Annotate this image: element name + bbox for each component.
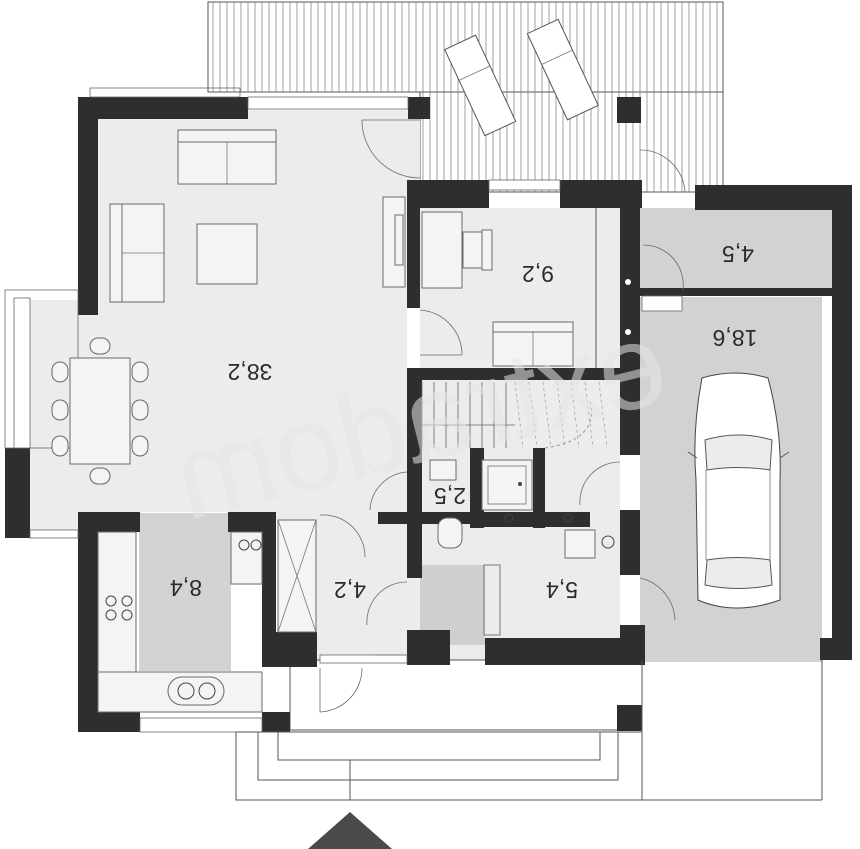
sofa-left: [109, 203, 165, 303]
window-lines: [4, 87, 561, 733]
stair-tread-upper: [514, 381, 524, 449]
coffee-table: [196, 223, 258, 285]
room-area-hall: 4,2: [334, 577, 366, 603]
chair: [131, 361, 149, 383]
north-arrow-icon: [308, 812, 392, 849]
room-area-office: 9,2: [522, 261, 554, 287]
room-area-wc: 2,5: [434, 483, 466, 509]
chair: [51, 399, 69, 421]
car: [687, 372, 790, 609]
chair: [51, 435, 69, 457]
sofa-top: [177, 129, 277, 185]
stair-tread-upper: [556, 381, 566, 449]
room-labels: 38,2 9,2 4,5 18,6 2,5 8,4 4,2 5,4: [170, 241, 758, 603]
office-desk: [421, 211, 493, 289]
chair: [131, 435, 149, 457]
room-area-utility: 5,4: [546, 577, 578, 603]
lounger-left: [444, 34, 517, 137]
walls: [5, 97, 852, 732]
chair: [89, 337, 111, 355]
doors: [319, 119, 686, 713]
stair-tread-upper: [598, 381, 608, 449]
lounger-right: [526, 18, 599, 121]
stair-tread-upper: [584, 381, 594, 449]
room-area-living: 38,2: [228, 359, 273, 385]
utility-fixtures: [483, 513, 615, 636]
entrance-steps: [235, 660, 823, 801]
kitchen-sink: [167, 676, 225, 706]
stair-tread-upper: [570, 381, 580, 449]
room-area-kitchen: 8,4: [170, 575, 202, 601]
chair: [131, 399, 149, 421]
dining-chairs: [51, 337, 149, 485]
stair-tread-upper: [542, 381, 552, 449]
chair: [89, 467, 111, 485]
dining-table: [51, 337, 149, 485]
room-area-garage: 18,6: [713, 325, 758, 351]
stair-tread-upper: [528, 381, 538, 449]
staircase: [421, 381, 608, 449]
chair: [51, 361, 69, 383]
wardrobe: [277, 519, 317, 633]
room-area-boiler: 4,5: [722, 241, 754, 267]
furniture: [51, 18, 790, 713]
office-sofa: [492, 321, 574, 367]
wc-fixtures: [429, 459, 533, 549]
cooktop: [105, 595, 133, 621]
stair-curve: [544, 399, 592, 449]
